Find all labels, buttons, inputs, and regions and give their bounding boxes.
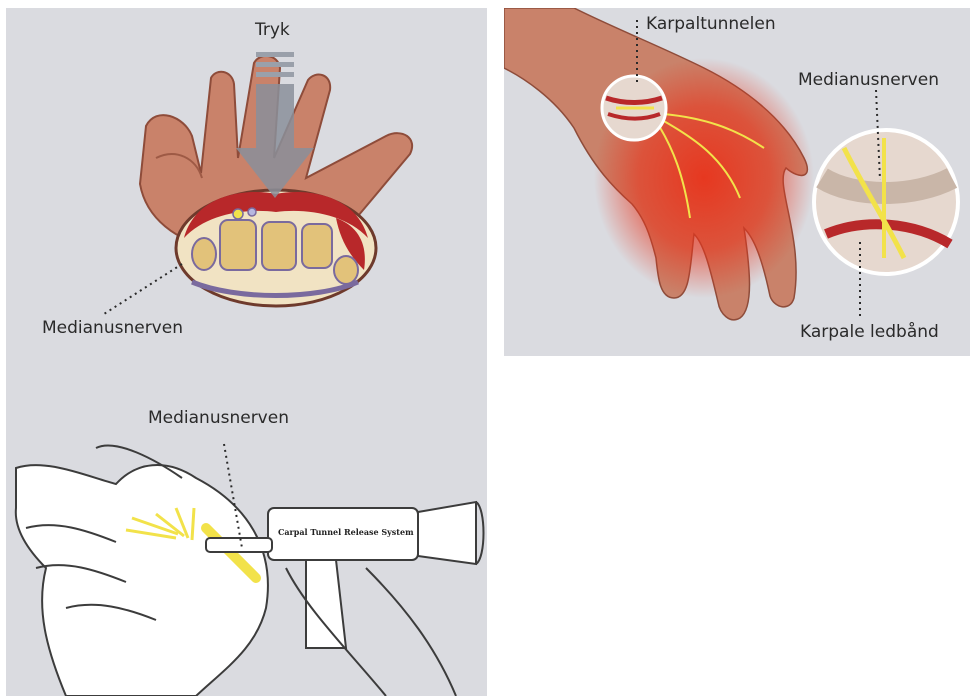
hand-sketch — [16, 445, 268, 696]
tunnel-label: Karpaltunnelen — [646, 16, 776, 33]
nerve-label-top: Medianusnerven — [42, 320, 183, 337]
inflamed-hand-panel: Karpaltunnelen Medianusnerven Karpale le… — [504, 8, 970, 356]
wrist-cross-section-illustration — [6, 8, 487, 696]
pressure-label: Tryk — [255, 22, 290, 39]
nerve-label: Medianusnerven — [798, 72, 939, 89]
cross-section-panel: Tryk Medianusnerven Medianusnerven Carpa… — [6, 8, 487, 696]
nerve-label-bottom: Medianusnerven — [148, 410, 289, 427]
nerve-leader-top — [104, 264, 182, 314]
inflamed-hand-illustration — [504, 8, 970, 356]
tunnel-inset — [602, 76, 666, 140]
device-label: Carpal Tunnel Release System — [278, 528, 414, 536]
wrist-cross-section — [176, 190, 376, 306]
ligament-label: Karpale ledbånd — [800, 324, 939, 341]
ligament-inset — [814, 130, 958, 274]
